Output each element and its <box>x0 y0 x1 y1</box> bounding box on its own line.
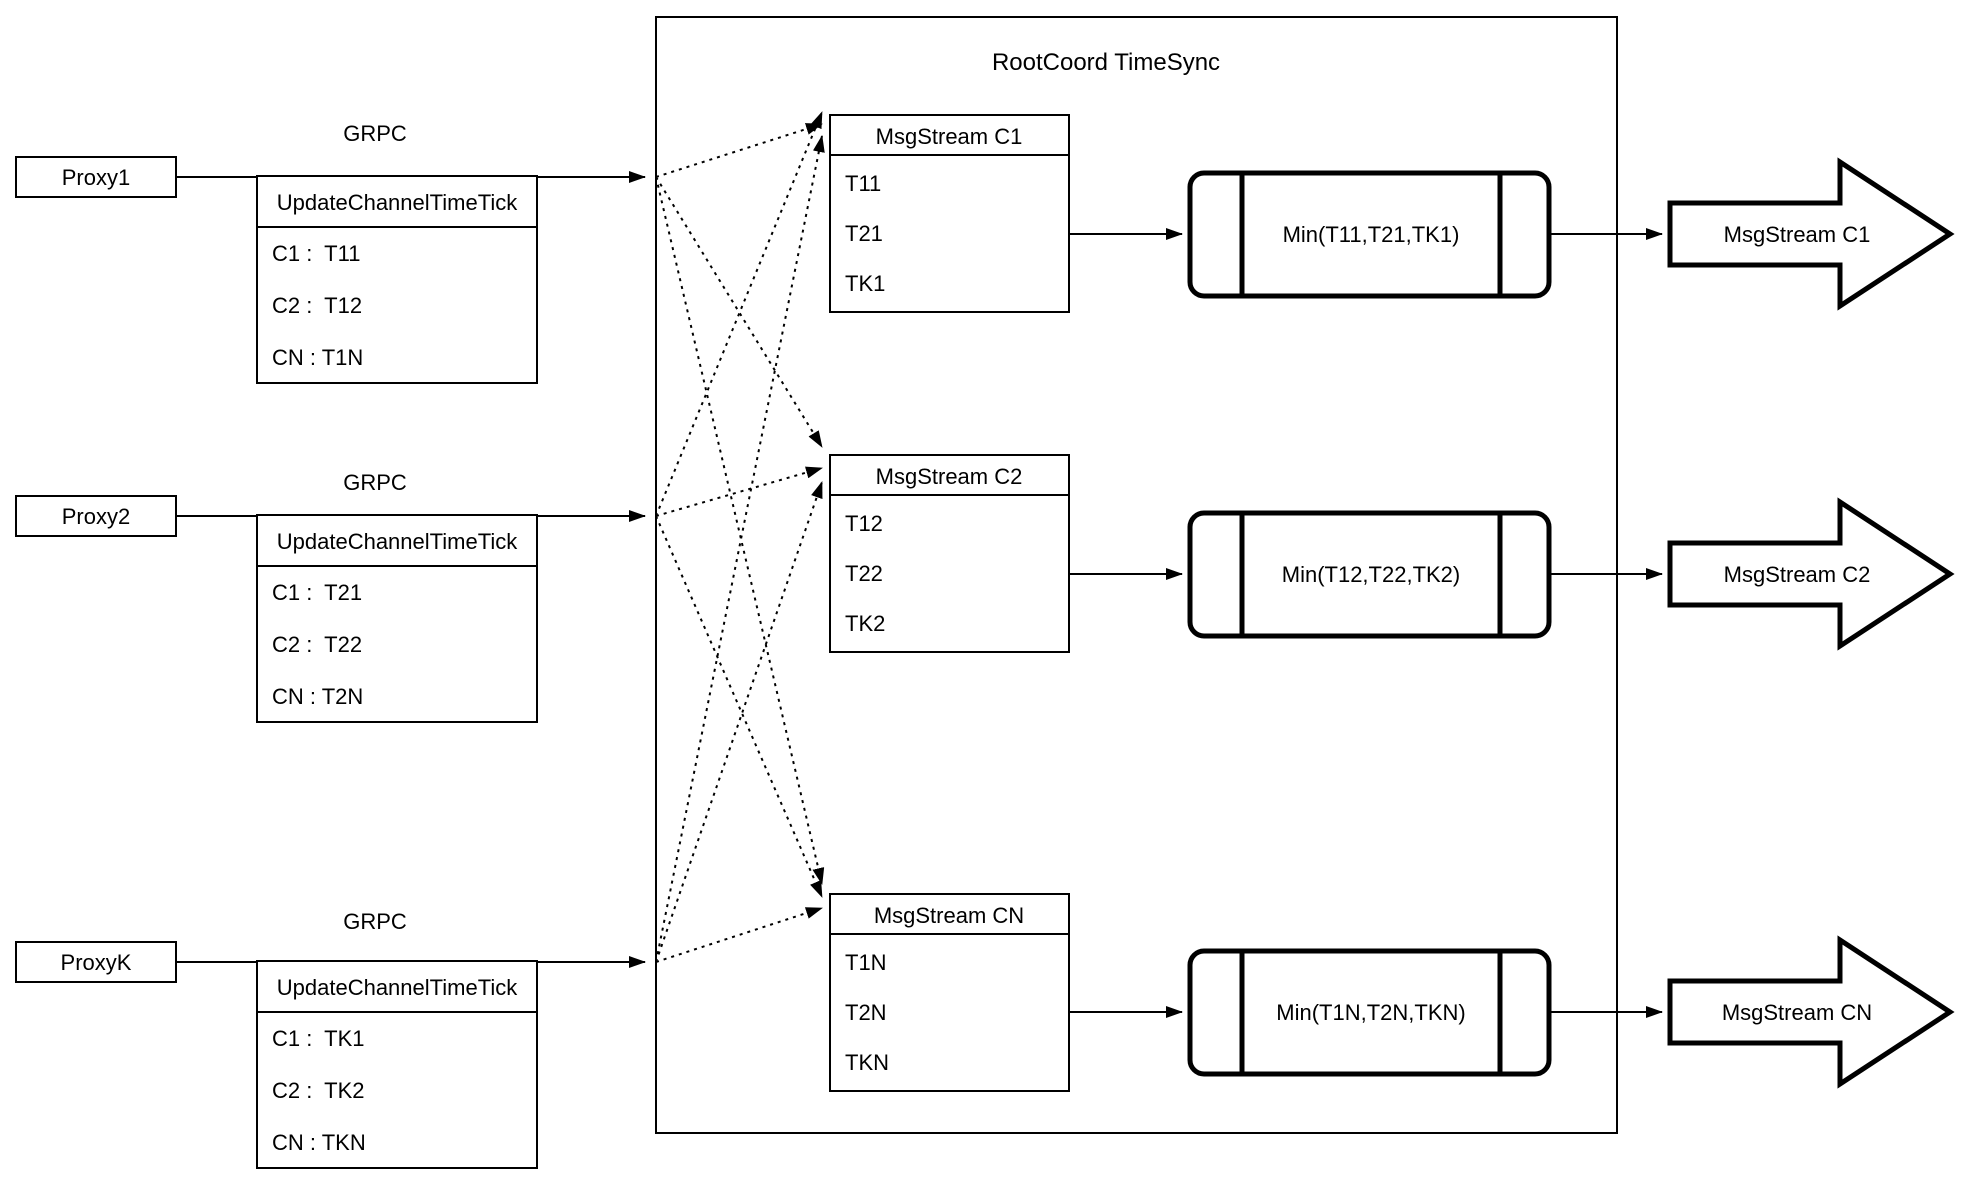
update-table-1-row: C1 : T11 <box>272 241 360 266</box>
grpc-label-1: GRPC <box>343 121 407 146</box>
tick-value: TK1 <box>845 271 885 296</box>
min-box-1: Min(T11,T21,TK1) <box>1187 170 1552 299</box>
proxyk-label: ProxyK <box>61 950 132 975</box>
msgstream-table-c1-box <box>829 114 1070 313</box>
update-table-2-row: C2 : T22 <box>272 632 362 657</box>
update-table-1-header: UpdateChannelTimeTick <box>277 190 518 215</box>
dotted-arrow-p2-c1 <box>655 111 823 517</box>
output-arrow-label: MsgStream C1 <box>1724 222 1871 247</box>
update-table-3-row: C2 : TK2 <box>272 1078 365 1103</box>
min-label: Min(T11,T21,TK1) <box>1283 222 1460 247</box>
min-box-3: Min(T1N,T2N,TKN) <box>1187 948 1552 1077</box>
tick-value: T1N <box>845 950 887 975</box>
output-arrow-c1: MsgStream C1 <box>1667 157 1955 311</box>
update-table-1: UpdateChannelTimeTick C1 : T11 C2 : T12 … <box>256 175 538 384</box>
output-arrow-label: MsgStream C2 <box>1724 562 1871 587</box>
tick-value: T11 <box>845 171 881 196</box>
output-arrow-label: MsgStream CN <box>1722 1000 1872 1025</box>
msgstream-table-cn-box <box>829 893 1070 1092</box>
output-arrow-c2: MsgStream C2 <box>1667 497 1955 651</box>
min-label: Min(T12,T22,TK2) <box>1282 562 1461 587</box>
min-box-2: Min(T12,T22,TK2) <box>1187 510 1552 639</box>
tick-value: TK2 <box>845 611 885 636</box>
min-label: Min(T1N,T2N,TKN) <box>1276 1000 1465 1025</box>
update-table-1-row: C2 : T12 <box>272 293 362 318</box>
update-table-3-row: CN : TKN <box>272 1130 366 1155</box>
proxyk-box <box>15 941 177 983</box>
tick-value: T12 <box>845 511 883 536</box>
update-table-2-header: UpdateChannelTimeTick <box>277 529 518 554</box>
output-arrow-c1-shape <box>1667 157 1955 311</box>
tick-value: T22 <box>845 561 883 586</box>
update-table-3-row: C1 : TK1 <box>272 1026 365 1051</box>
update-table-3-box <box>256 960 538 1169</box>
dotted-arrow-p2-c2 <box>655 466 823 517</box>
dotted-arrow-p1-c1 <box>655 123 823 178</box>
msgstream-table-c2: MsgStream C2 T12 T22 TK2 <box>829 454 1070 653</box>
rootcoord-title: RootCoord TimeSync <box>992 49 1220 76</box>
msgstream-table-c2-header: MsgStream C2 <box>876 464 1023 489</box>
msgstream-table-c1: MsgStream C1 T11 T21 TK1 <box>829 114 1070 313</box>
msgstream-table-cn: MsgStream CN T1N T2N TKN <box>829 893 1070 1092</box>
update-table-3-header: UpdateChannelTimeTick <box>277 975 518 1000</box>
proxy1-label: Proxy1 <box>62 165 130 190</box>
output-arrow-c2-shape <box>1667 497 1955 651</box>
tick-value: T2N <box>845 1000 887 1025</box>
proxy1-box <box>15 156 177 198</box>
update-table-3: UpdateChannelTimeTick C1 : TK1 C2 : TK2 … <box>256 960 538 1169</box>
dotted-arrow-pk-cn <box>655 907 823 963</box>
grpc-label-2: GRPC <box>343 470 407 495</box>
msgstream-table-c1-header: MsgStream C1 <box>876 124 1023 149</box>
msgstream-table-cn-header: MsgStream CN <box>874 903 1024 928</box>
grpc-label-3: GRPC <box>343 909 407 934</box>
dotted-arrow-p2-cn <box>655 515 823 898</box>
update-table-1-row: CN : T1N <box>272 345 363 370</box>
proxy2-box <box>15 495 177 537</box>
output-arrow-cn: MsgStream CN <box>1667 935 1955 1089</box>
update-table-2: UpdateChannelTimeTick C1 : T21 C2 : T22 … <box>256 514 538 723</box>
update-table-1-box <box>256 175 538 384</box>
proxy2-label: Proxy2 <box>62 504 130 529</box>
dotted-arrow-p1-cn <box>655 176 825 885</box>
msgstream-table-c2-box <box>829 454 1070 653</box>
output-arrow-cn-shape <box>1667 935 1955 1089</box>
tick-value: T21 <box>845 221 883 246</box>
tick-value: TKN <box>845 1050 889 1075</box>
dotted-arrow-p1-c2 <box>655 176 823 448</box>
update-table-2-row: C1 : T21 <box>272 580 362 605</box>
update-table-2-box <box>256 514 538 723</box>
update-table-2-row: CN : T2N <box>272 684 363 709</box>
